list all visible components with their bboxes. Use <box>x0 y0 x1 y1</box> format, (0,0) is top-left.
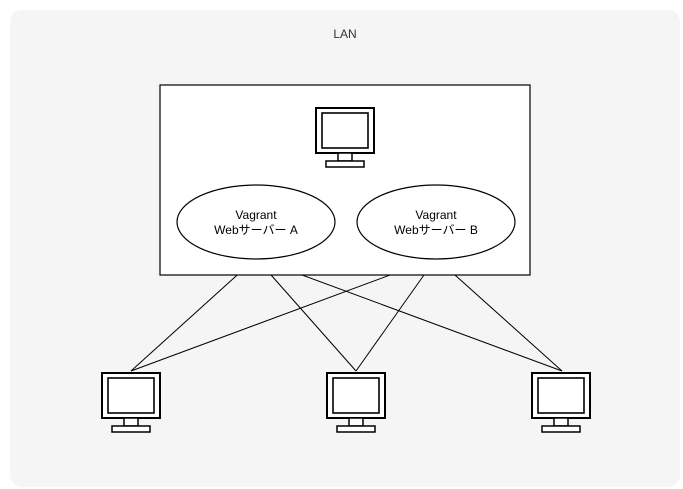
client-3-monitor-icon <box>531 372 591 433</box>
server-a-line1: Vagrant <box>235 208 277 222</box>
lan-label: LAN <box>333 27 356 41</box>
server-a-ellipse <box>176 184 336 260</box>
server-b-ellipse <box>356 184 516 260</box>
connection-a-client-3 <box>255 257 563 372</box>
server-b-line1: Vagrant <box>415 208 457 222</box>
server-b: Vagrant Webサーバー B <box>356 184 516 260</box>
server-b-line2: Webサーバー B <box>394 223 478 237</box>
connection-b-client-2 <box>355 257 437 372</box>
server-a-line2: Webサーバー A <box>214 223 298 237</box>
connection-b-client-3 <box>435 257 563 372</box>
client-2-monitor-icon <box>326 372 386 433</box>
server-a: Vagrant Webサーバー A <box>176 184 336 260</box>
connection-b-client-1 <box>130 257 437 372</box>
connections <box>130 257 563 372</box>
connection-a-client-1 <box>130 257 257 372</box>
connection-a-client-2 <box>255 257 357 372</box>
client-1-monitor-icon <box>101 372 161 433</box>
host-monitor-icon <box>315 107 375 168</box>
